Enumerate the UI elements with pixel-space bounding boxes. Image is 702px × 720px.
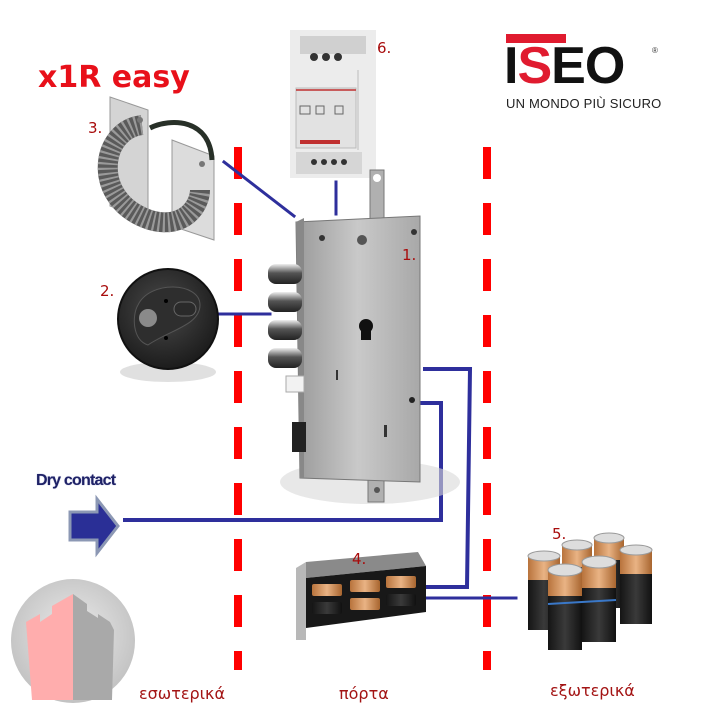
label-number-3: 3. — [88, 119, 103, 137]
wires — [123, 159, 518, 600]
iseo-logo: ISEO ® UN MONDO PIÙ SICURO — [504, 34, 661, 114]
label-number-1: 1. — [402, 246, 417, 264]
iseo-letter-i: I — [504, 37, 518, 95]
dry-contact-label: Dry contact — [36, 472, 116, 489]
battery-pack-holder-image — [296, 552, 426, 640]
dry-contact-arrow-icon — [68, 494, 120, 558]
iseo-tagline: UN MONDO PIÙ SICURO — [506, 96, 662, 111]
label-number-5: 5. — [552, 525, 567, 543]
product-title: x1R easy — [38, 60, 190, 95]
iseo-letter-s: S — [517, 37, 552, 95]
motorized-lock-image — [268, 169, 460, 504]
iseo-logo-wordmark: ISEO — [504, 37, 625, 95]
zone-label-door: πόρτα — [339, 684, 389, 703]
zone-label-inside: εσωτερικά — [139, 684, 226, 703]
label-number-2: 2. — [100, 282, 115, 300]
external-batteries-image — [527, 532, 653, 650]
remote-reader-image — [117, 268, 219, 382]
zone-label-outside: εξωτερικά — [550, 681, 635, 700]
registered-mark: ® — [652, 46, 658, 55]
label-number-4: 4. — [352, 550, 367, 568]
iseo-letters-eo: EO — [551, 37, 625, 95]
din-rail-power-supply-image — [290, 30, 376, 178]
label-number-6: 6. — [377, 39, 392, 57]
tower-logo-icon — [11, 579, 135, 703]
cable-transfer-spring-image — [97, 96, 215, 241]
iseo-logo-bar — [506, 34, 566, 43]
